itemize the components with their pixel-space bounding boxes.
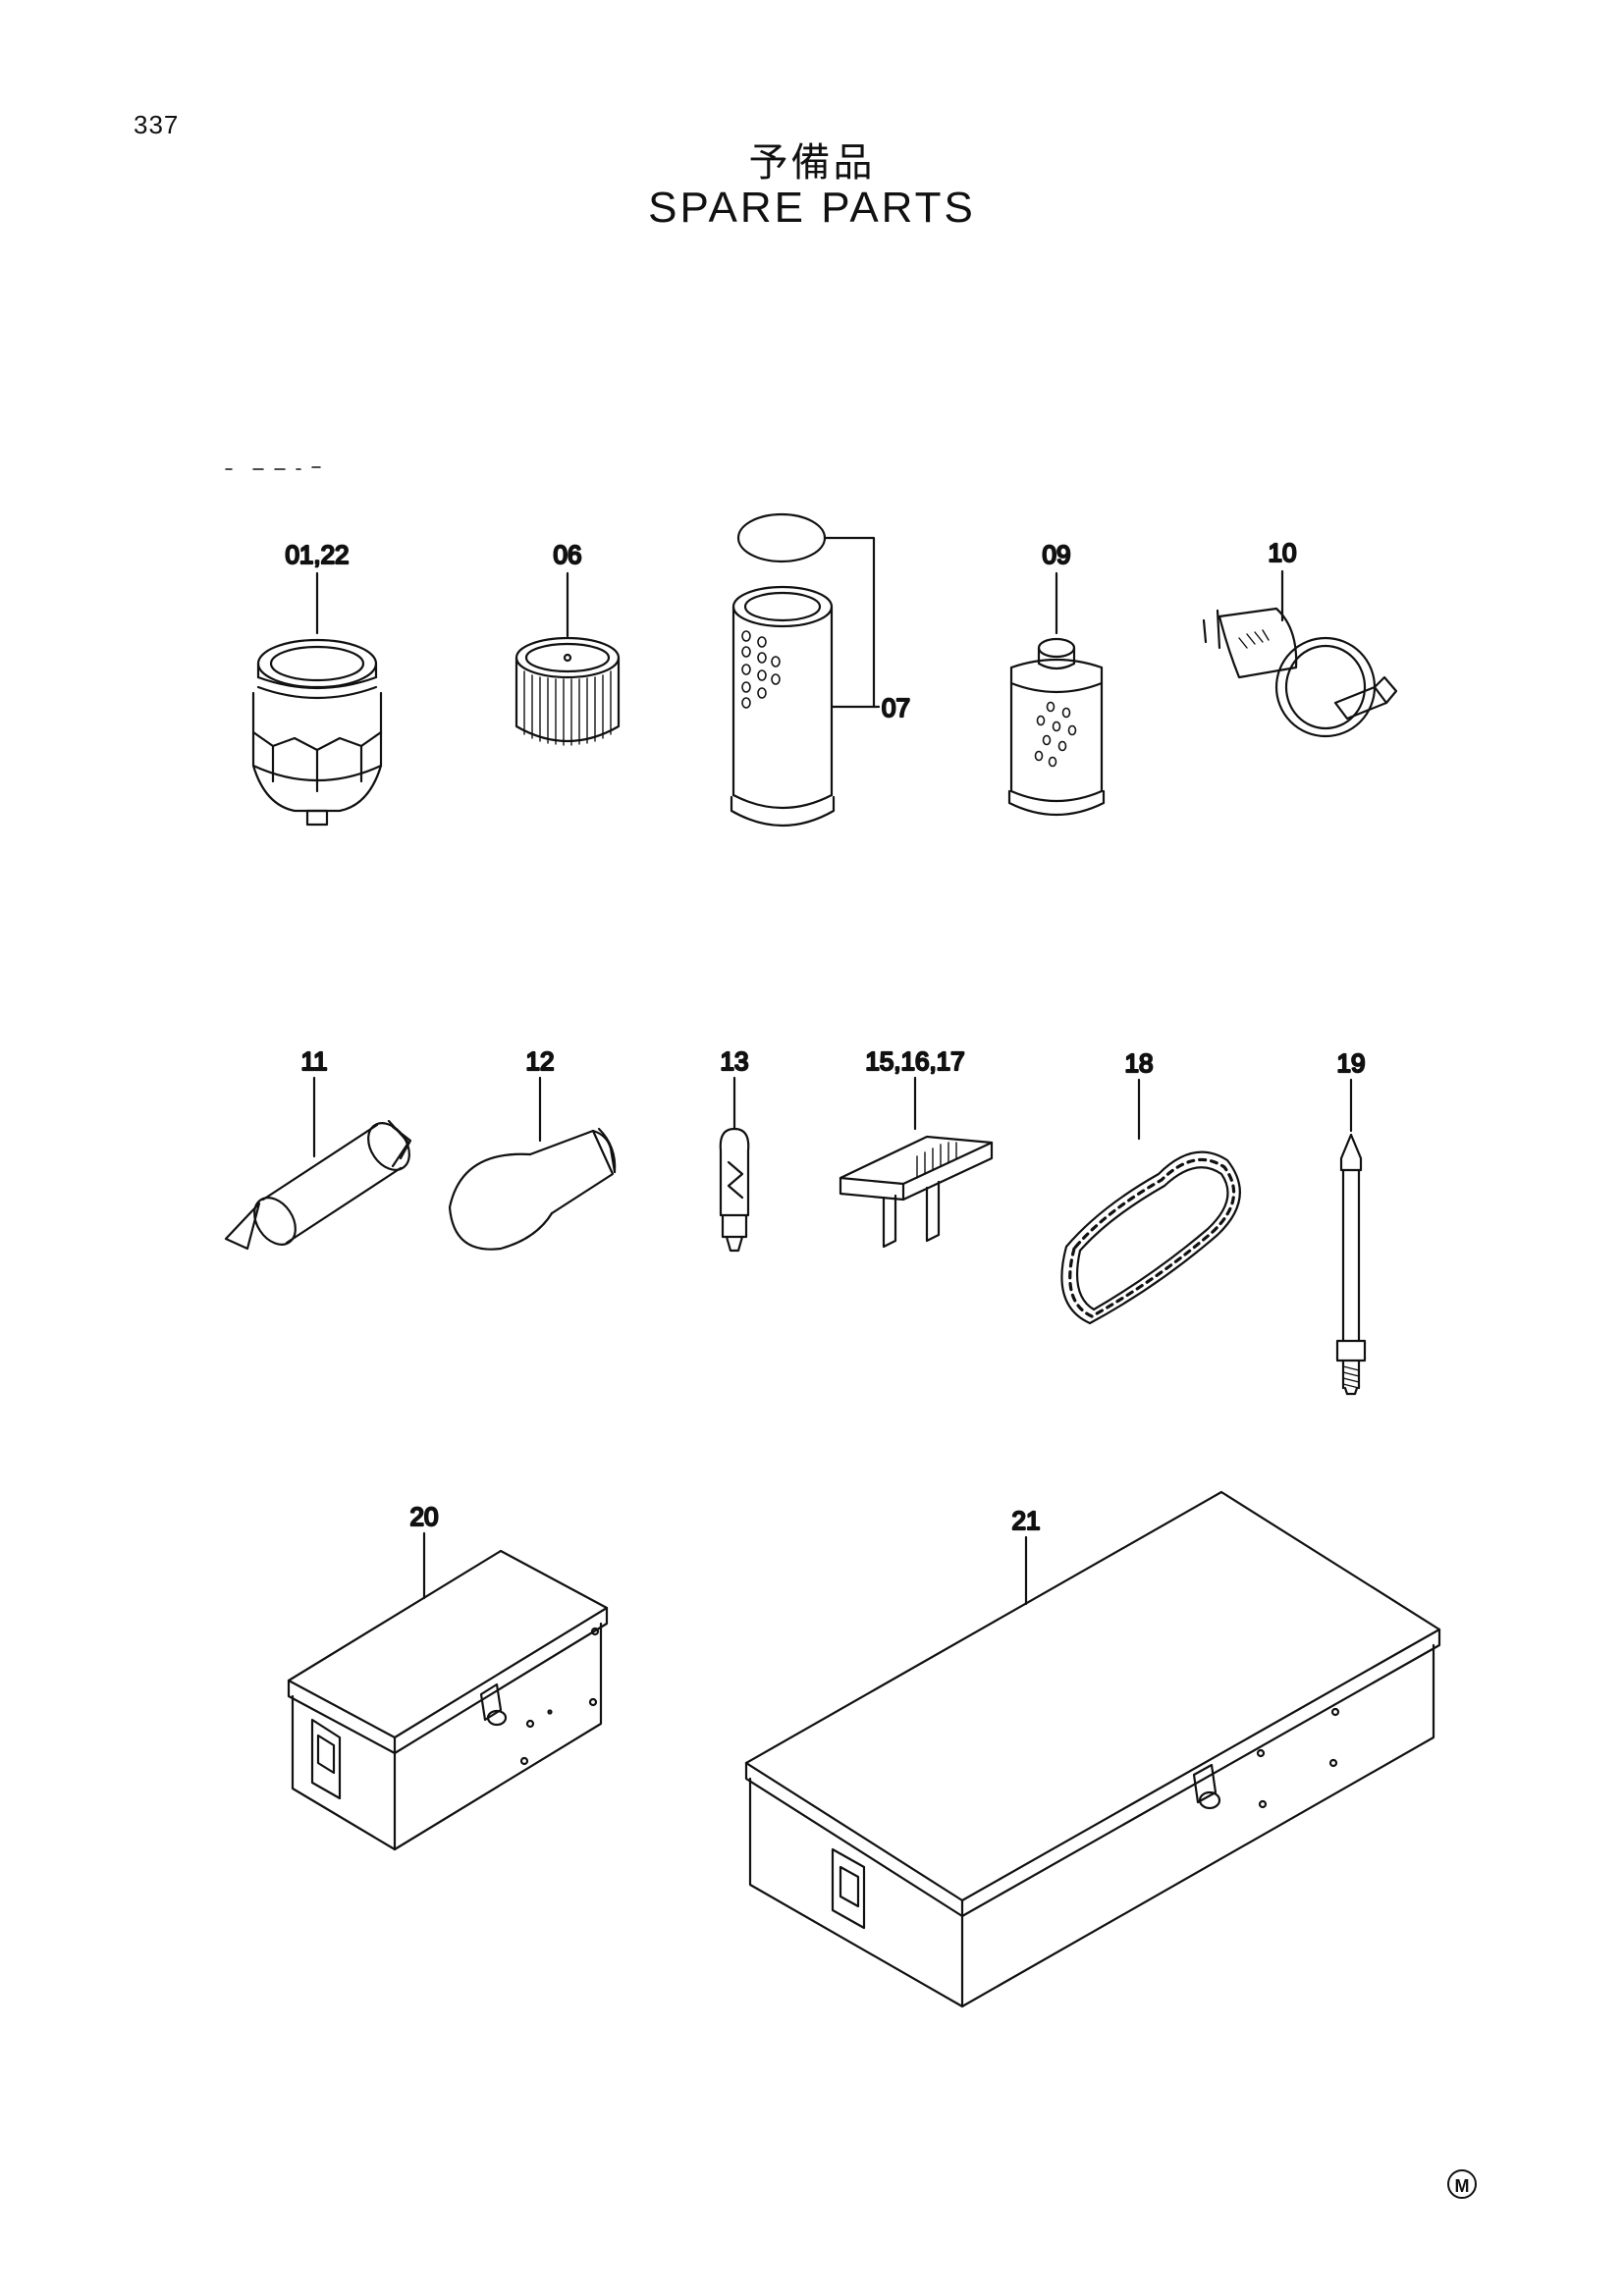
callout-label-13: 13 bbox=[721, 1046, 749, 1076]
callout-label-18: 18 bbox=[1125, 1048, 1154, 1078]
corner-mark-logo: M bbox=[1447, 2169, 1477, 2199]
page-number: 337 bbox=[134, 110, 180, 139]
part-fuel-filter-bowl bbox=[251, 571, 383, 827]
callout-label-06: 06 bbox=[554, 540, 582, 569]
callout-label-20: 20 bbox=[410, 1502, 439, 1531]
callout-label-12: 12 bbox=[526, 1046, 555, 1076]
part-large-tool-box bbox=[744, 1490, 1441, 2008]
part-oil-filter-element bbox=[1007, 571, 1106, 817]
callout-label-15-16-17: 15,16,17 bbox=[865, 1046, 964, 1076]
part-pleated-filter bbox=[514, 571, 621, 746]
part-fuel-strainer bbox=[1202, 569, 1398, 738]
callout-label-10: 10 bbox=[1269, 538, 1297, 567]
stray-marks bbox=[225, 466, 321, 470]
part-festoon-bulb bbox=[224, 1076, 412, 1251]
callout-label-07: 07 bbox=[882, 693, 910, 722]
part-toothed-belt bbox=[1060, 1078, 1241, 1325]
callout-label-11: 11 bbox=[301, 1046, 328, 1076]
part-small-tool-box bbox=[287, 1531, 609, 1851]
page-title-japanese: 予備品 bbox=[748, 140, 876, 186]
page-title: SPARE PARTS bbox=[648, 184, 976, 232]
callout-label-01-22: 01,22 bbox=[285, 540, 349, 569]
callout-label-19: 19 bbox=[1337, 1048, 1366, 1078]
part-wedge-bulb bbox=[719, 1076, 750, 1253]
part-blade-fuse bbox=[839, 1076, 994, 1249]
part-bayonet-bulb bbox=[448, 1076, 617, 1251]
part-air-cleaner-element bbox=[730, 512, 881, 827]
callout-label-21: 21 bbox=[1012, 1506, 1041, 1535]
callout-label-09: 09 bbox=[1043, 540, 1071, 569]
part-tapered-pin bbox=[1335, 1078, 1367, 1396]
